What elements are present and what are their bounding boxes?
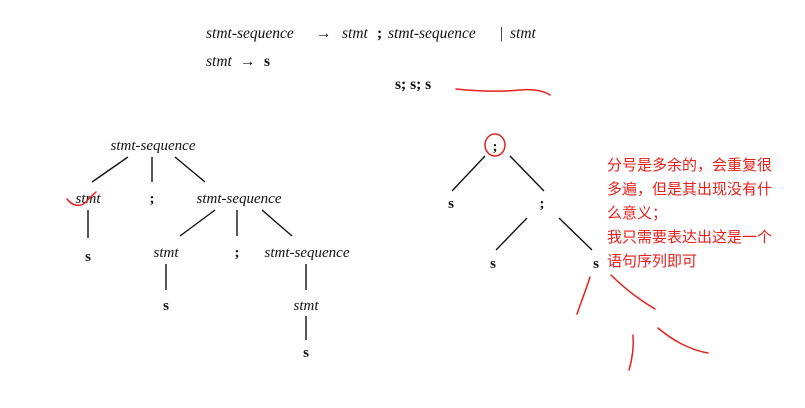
expansion-scribble: [610, 274, 656, 310]
example-sentence: s; s; s: [395, 76, 431, 93]
syntax-node-root: ;: [493, 139, 498, 155]
example-underline-scribble: [455, 88, 551, 96]
syntax-leaf-s: s: [490, 256, 496, 272]
syntax-node-semicolon: ;: [540, 196, 545, 212]
parse-node-semicolon: ;: [150, 191, 155, 207]
parse-leaf-s: s: [163, 298, 169, 314]
parse-tree: stmt-sequence stmt ; stmt-sequence s stm…: [66, 138, 350, 361]
syntax-edge: [451, 155, 486, 192]
rule1-rhs-sequence: stmt-sequence: [388, 25, 476, 42]
parse-leaf-s: s: [303, 345, 309, 361]
expansion-scribble: [576, 276, 591, 315]
annotation-line: 多遍，但是其出现没有什: [607, 180, 772, 198]
syntax-edge: [509, 155, 545, 192]
syntax-edge: [495, 217, 528, 251]
rule1-rhs-stmt: stmt: [342, 25, 369, 42]
annotation-line: 我只需要表达出这是一个: [607, 228, 772, 246]
stmt-crossout-scribble: [66, 191, 97, 207]
parse-node-sequence: stmt-sequence: [197, 191, 282, 207]
root-circle-scribble: [484, 133, 506, 157]
parse-leaf-s: s: [85, 249, 91, 265]
rule1-lhs: stmt-sequence: [206, 25, 294, 42]
rule1-rhs-alt-stmt: stmt: [510, 25, 537, 42]
parse-edge: [179, 209, 216, 237]
rule2-lhs: stmt: [206, 53, 233, 70]
annotation-note: 分号是多余的，会重复很 多遍，但是其出现没有什 么意义； 我只需要表达出这是一个…: [607, 156, 772, 270]
rule2-rhs: s: [264, 53, 270, 70]
rule2-arrow: →: [240, 53, 256, 70]
expansion-scribble: [657, 327, 709, 354]
parse-node-stmt: stmt: [293, 298, 319, 314]
parse-edge: [174, 156, 206, 183]
annotation-line: 分号是多余的，会重复很: [607, 156, 772, 174]
expansion-scribble: [628, 334, 634, 371]
annotation-line: 么意义；: [607, 204, 667, 222]
grammar-rules: stmt-sequence → stmt ; stmt-sequence | s…: [206, 25, 551, 96]
syntax-tree: ; s ; s s: [448, 133, 709, 371]
syntax-leaf-s: s: [448, 196, 454, 212]
syntax-leaf-s: s: [593, 256, 599, 272]
rule1-alternative-bar: |: [500, 25, 503, 42]
annotation-line: 语句序列即可: [607, 252, 697, 270]
parse-node-semicolon: ;: [235, 245, 240, 261]
parse-node-stmt: stmt: [153, 245, 179, 261]
rule1-semicolon: ;: [377, 25, 382, 42]
parse-node-sequence: stmt-sequence: [265, 245, 350, 261]
parse-edge: [261, 209, 293, 237]
parse-node-root: stmt-sequence: [111, 138, 196, 154]
rule1-arrow: →: [316, 25, 332, 42]
parse-edge: [91, 156, 129, 183]
syntax-edge: [558, 217, 593, 251]
